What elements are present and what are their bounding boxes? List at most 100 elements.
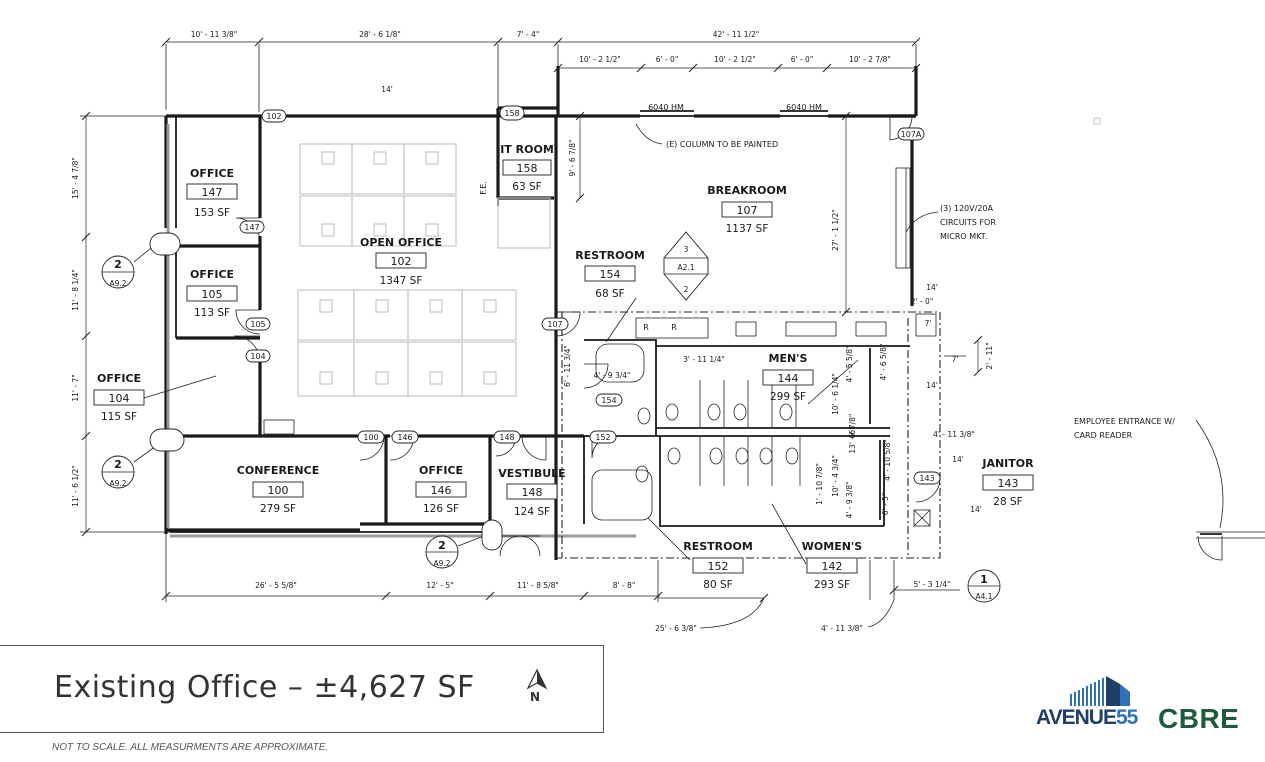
avenue55-logo-text: AVENUE55 xyxy=(1036,706,1138,729)
dim-left-2: 11' - 8 1/4" xyxy=(71,269,80,311)
door-tag-104: 104 xyxy=(250,352,265,361)
dim-top-3: 7' - 4" xyxy=(517,30,540,39)
svg-text:148: 148 xyxy=(522,486,543,499)
svg-text:10' - 4 3/4": 10' - 4 3/4" xyxy=(831,455,840,497)
dim-bot-3: 11' - 8 5/8" xyxy=(517,581,559,590)
svg-text:3: 3 xyxy=(684,245,689,254)
floor-plan: 10' - 11 3/8" 28' - 6 1/8" 7' - 4" 42' -… xyxy=(71,30,1265,633)
bottom-dimensions: 26' - 5 5/8" 12' - 5" 11' - 8 5/8" 8' - … xyxy=(161,534,960,633)
dim-left-4: 11' - 6 1/2" xyxy=(71,465,80,507)
svg-text:JANITOR: JANITOR xyxy=(981,457,1034,470)
svg-text:299 SF: 299 SF xyxy=(770,391,806,403)
doors xyxy=(233,115,1265,561)
svg-text:4' - 10 5/8": 4' - 10 5/8" xyxy=(883,439,892,481)
avenue55-logo-icon xyxy=(1070,676,1130,706)
svg-text:2: 2 xyxy=(684,285,689,294)
svg-text:7': 7' xyxy=(952,355,959,364)
svg-text:4' - 11 3/8": 4' - 11 3/8" xyxy=(933,430,975,439)
svg-text:147: 147 xyxy=(202,186,223,199)
room-office-105: OFFICE 105 113 SF xyxy=(186,268,238,319)
dim-bot-4: 8' - 8" xyxy=(613,581,636,590)
note-r-2: R xyxy=(671,323,677,332)
callout-1-sheet: A9.2 xyxy=(109,279,126,288)
svg-text:153 SF: 153 SF xyxy=(194,207,230,219)
door-tag-100: 100 xyxy=(363,433,378,442)
callout-4-sheet: A4.1 xyxy=(975,592,992,601)
svg-text:113 SF: 113 SF xyxy=(194,307,230,319)
page-title: Existing Office – ±4,627 SF xyxy=(54,670,475,705)
dim-top-7: 10' - 2 1/2" xyxy=(714,55,756,64)
note-circuits-2: CIRCUITS FOR xyxy=(940,218,996,227)
svg-text:28 SF: 28 SF xyxy=(993,496,1022,508)
svg-text:107: 107 xyxy=(737,204,758,217)
dashed-lines xyxy=(555,311,941,559)
room-office-147: OFFICE 147 153 SF xyxy=(186,167,238,219)
room-womens-142: WOMEN'S 142 293 SF xyxy=(771,503,863,591)
svg-text:13' - 6": 13' - 6" xyxy=(848,426,857,453)
svg-text:10' - 6 1/4": 10' - 6 1/4" xyxy=(831,373,840,415)
top-dimensions: 10' - 11 3/8" 28' - 6 1/8" 7' - 4" 42' -… xyxy=(161,30,921,112)
left-dimensions: 15' - 4 7/8" 11' - 8 1/4" 11' - 7" 11' -… xyxy=(71,111,176,537)
section-callouts: 2 A9.2 2 A9.2 2 A9.2 1 A4.1 xyxy=(101,232,1001,603)
svg-text:68 SF: 68 SF xyxy=(595,288,624,300)
dim-bot-6: 4' - 11 3/8" xyxy=(821,624,863,633)
dim-top-9: 10' - 2 7/8" xyxy=(849,55,891,64)
svg-text:OFFICE: OFFICE xyxy=(190,268,234,281)
svg-text:144: 144 xyxy=(778,372,799,385)
svg-text:124 SF: 124 SF xyxy=(514,506,550,518)
svg-text:2' - 11": 2' - 11" xyxy=(985,342,994,369)
workstations xyxy=(297,143,551,397)
note-circuits-3: MICRO MKT. xyxy=(940,232,987,241)
svg-text:1' - 10 7/8": 1' - 10 7/8" xyxy=(815,463,824,505)
svg-text:A2.1: A2.1 xyxy=(677,263,694,272)
cbre-logo: CBRE xyxy=(1158,703,1240,734)
title-panel xyxy=(0,645,604,733)
svg-text:102: 102 xyxy=(391,255,412,268)
svg-text:3' - 11 1/4": 3' - 11 1/4" xyxy=(683,355,725,364)
room-labels: OFFICE 147 153 SF OFFICE 105 113 SF OFFI… xyxy=(93,143,1034,591)
svg-text:146: 146 xyxy=(431,484,452,497)
svg-text:14': 14' xyxy=(926,283,938,292)
door-tag-105: 105 xyxy=(250,320,265,329)
room-restroom-154: RESTROOM 154 68 SF xyxy=(575,249,645,343)
dim-bot-2: 12' - 5" xyxy=(426,581,453,590)
svg-text:7': 7' xyxy=(925,319,932,328)
svg-text:1347 SF: 1347 SF xyxy=(380,275,423,287)
svg-text:2' - 0": 2' - 0" xyxy=(911,297,934,306)
interior-dimensions: 9' - 6 7/8" 27' - 1 1/2" 14' 2' - 0" 7' … xyxy=(563,111,994,519)
room-vestibule-148: VESTIBULE 148 124 SF xyxy=(498,467,565,518)
callout-2-sheet: A9.2 xyxy=(109,479,126,488)
svg-text:6' - 5": 6' - 5" xyxy=(881,493,890,516)
dim-top-8: 6' - 0" xyxy=(791,55,814,64)
svg-text:4' - 9 3/8": 4' - 9 3/8" xyxy=(845,482,854,519)
dim-14-top: 14' xyxy=(381,85,393,94)
door-tag-143: 143 xyxy=(919,474,934,483)
svg-text:14': 14' xyxy=(952,455,964,464)
svg-text:6' 7/8": 6' 7/8" xyxy=(848,414,857,439)
svg-text:100: 100 xyxy=(268,484,289,497)
door-tag-107: 107 xyxy=(547,320,562,329)
svg-text:OPEN OFFICE: OPEN OFFICE xyxy=(360,236,442,249)
room-open-office-102: OPEN OFFICE 102 1347 SF xyxy=(360,236,442,287)
svg-text:WOMEN'S: WOMEN'S xyxy=(802,540,863,553)
dim-top-5: 10' - 2 1/2" xyxy=(579,55,621,64)
svg-text:1137 SF: 1137 SF xyxy=(726,223,769,235)
svg-text:105: 105 xyxy=(202,288,223,301)
dim-top-4: 42' - 11 1/2" xyxy=(713,30,760,39)
svg-text:6' - 11 3/4": 6' - 11 3/4" xyxy=(563,345,572,387)
restroom-walls xyxy=(263,167,937,527)
dim-top-6: 6' - 0" xyxy=(656,55,679,64)
svg-text:9' - 6 7/8": 9' - 6 7/8" xyxy=(568,140,577,177)
svg-text:63 SF: 63 SF xyxy=(512,181,541,193)
north-arrow-icon xyxy=(526,668,548,690)
note-r-1: R xyxy=(643,323,649,332)
callout-4-num: 1 xyxy=(980,573,988,586)
svg-text:OFFICE: OFFICE xyxy=(190,167,234,180)
svg-text:4' - 9 3/4": 4' - 9 3/4" xyxy=(594,371,631,380)
note-hm-1: 6040 HM xyxy=(648,103,684,112)
svg-text:154: 154 xyxy=(600,268,621,281)
note-entrance-1: EMPLOYEE ENTRANCE W/ xyxy=(1074,417,1175,426)
dim-left-1: 15' - 4 7/8" xyxy=(71,157,80,199)
door-tag-158: 158 xyxy=(504,109,519,118)
door-tag-107a: 107A xyxy=(901,130,922,139)
